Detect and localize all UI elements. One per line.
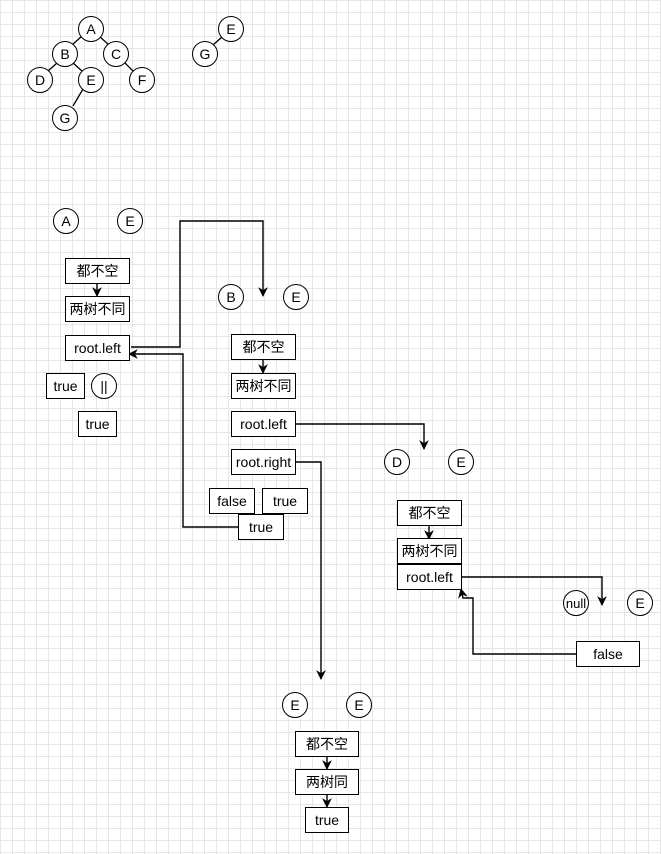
call1-right-node: E bbox=[117, 208, 143, 234]
call1-final-true-box: true bbox=[78, 411, 117, 437]
arrow-call4-return bbox=[458, 588, 576, 655]
edge-c-f bbox=[124, 62, 134, 72]
call4-right-node: E bbox=[627, 590, 653, 616]
call1-trees-differ-box: 两树不同 bbox=[65, 296, 130, 322]
call1-both-non-null-box: 都不空 bbox=[65, 258, 130, 284]
call5-right-node: E bbox=[346, 692, 372, 718]
call5-both-non-null-box: 都不空 bbox=[295, 731, 359, 757]
tree-node-c: C bbox=[103, 41, 129, 67]
call5-trees-same-box: 两树同 bbox=[295, 769, 359, 795]
call2-both-non-null-box: 都不空 bbox=[231, 334, 296, 360]
call2-root-left-box: root.left bbox=[231, 411, 296, 437]
arrow-call2-return bbox=[128, 349, 238, 528]
call3-left-node: D bbox=[384, 449, 410, 475]
call1-left-node: A bbox=[53, 208, 79, 234]
arrow-call2-to-call5 bbox=[296, 461, 326, 680]
tree-node-d: D bbox=[27, 67, 53, 93]
tree-node-g: G bbox=[52, 105, 78, 131]
edge-b-d bbox=[47, 62, 58, 72]
call3-right-node: E bbox=[448, 449, 474, 475]
call3-result-false-box: false bbox=[576, 641, 640, 667]
call2-right-node: E bbox=[283, 284, 309, 310]
call4-null-node: null bbox=[563, 590, 589, 616]
call3-root-left-box: root.left bbox=[397, 564, 462, 590]
arrow-call2-to-call3 bbox=[296, 423, 429, 450]
call3-trees-differ-box: 两树不同 bbox=[397, 538, 462, 564]
call2-root-right-box: root.right bbox=[231, 449, 296, 475]
call2-result-true-box: true bbox=[262, 488, 308, 514]
tree-node-a: A bbox=[78, 16, 104, 42]
call5-left-node: E bbox=[282, 692, 308, 718]
call5-result-true-box: true bbox=[305, 807, 349, 833]
call2-left-node: B bbox=[218, 284, 244, 310]
tree-node-f: F bbox=[129, 67, 155, 93]
call2-final-true-box: true bbox=[238, 514, 284, 540]
edge-b-e bbox=[72, 62, 83, 72]
edge-sub-e-g bbox=[212, 36, 223, 46]
tree-node-e: E bbox=[78, 67, 104, 93]
arrow-call1-to-call2 bbox=[131, 220, 268, 348]
call1-root-left-box: root.left bbox=[65, 335, 130, 361]
subtree-node-g: G bbox=[192, 41, 218, 67]
call1-or-node: || bbox=[91, 373, 117, 399]
tree-node-b: B bbox=[52, 41, 78, 67]
edge-e-g bbox=[72, 88, 84, 107]
call3-both-non-null-box: 都不空 bbox=[397, 500, 462, 526]
subtree-node-e: E bbox=[218, 16, 244, 42]
call2-trees-differ-box: 两树不同 bbox=[231, 373, 296, 399]
flow-connectors bbox=[92, 220, 607, 808]
call2-result-false-box: false bbox=[209, 488, 255, 514]
arrow-call3-to-call4 bbox=[462, 576, 607, 606]
call1-result-true-box: true bbox=[46, 373, 85, 399]
